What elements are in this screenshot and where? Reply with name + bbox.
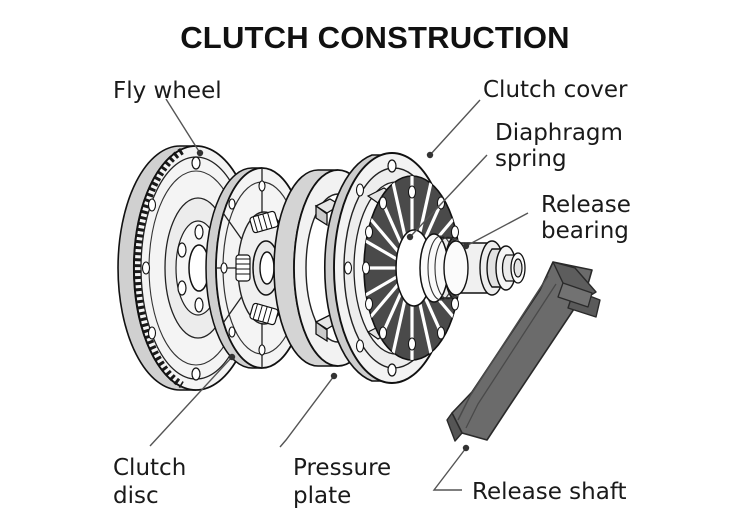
label-fly-wheel: Fly wheel: [113, 78, 222, 104]
leader-dot-fly-wheel: [196, 149, 204, 157]
label-clutch-cover: Clutch cover: [483, 77, 628, 103]
label-clutch-disc-line1: Clutch: [113, 455, 186, 481]
leader-clutch-cover: [429, 99, 481, 156]
leader-release-shaft: [432, 447, 467, 491]
leader-dot-release-bearing: [462, 242, 470, 250]
leader-clutch-disc: [149, 356, 233, 447]
part-diaphragm-spring: [362, 175, 462, 361]
part-release-bearing: [419, 233, 526, 303]
page-title: CLUTCH CONSTRUCTION: [180, 20, 570, 55]
label-pressure-plate-line1: Pressure: [293, 455, 391, 481]
label-release-shaft: Release shaft: [472, 479, 627, 505]
leader-dot-diaphragm-spring: [406, 233, 414, 241]
label-clutch-disc-line2: disc: [113, 483, 159, 509]
label-diaphragm-spring-line2: spring: [495, 146, 567, 172]
leader-release-bearing: [465, 212, 529, 247]
label-diaphragm-spring-line1: Diaphragm: [495, 120, 623, 146]
leader-fly-wheel: [165, 98, 201, 154]
label-pressure-plate-line2: plate: [293, 483, 351, 509]
diaphragm-relief-holes: [362, 185, 462, 351]
label-release-bearing-line2: bearing: [541, 218, 629, 244]
leader-pressure-plate: [279, 375, 335, 448]
ring-gear-teeth: [132, 147, 184, 389]
torsion-springs: [235, 210, 294, 326]
leader-dot-clutch-disc: [228, 353, 236, 361]
leader-lines: [149, 98, 529, 491]
leader-dot-pressure-plate: [330, 372, 338, 380]
part-release-shaft: [446, 261, 601, 442]
leader-diaphragm-spring: [409, 154, 488, 238]
leader-dot-clutch-cover: [426, 151, 434, 159]
label-release-bearing-line1: Release: [541, 192, 631, 218]
leader-dot-release-shaft: [462, 444, 470, 452]
